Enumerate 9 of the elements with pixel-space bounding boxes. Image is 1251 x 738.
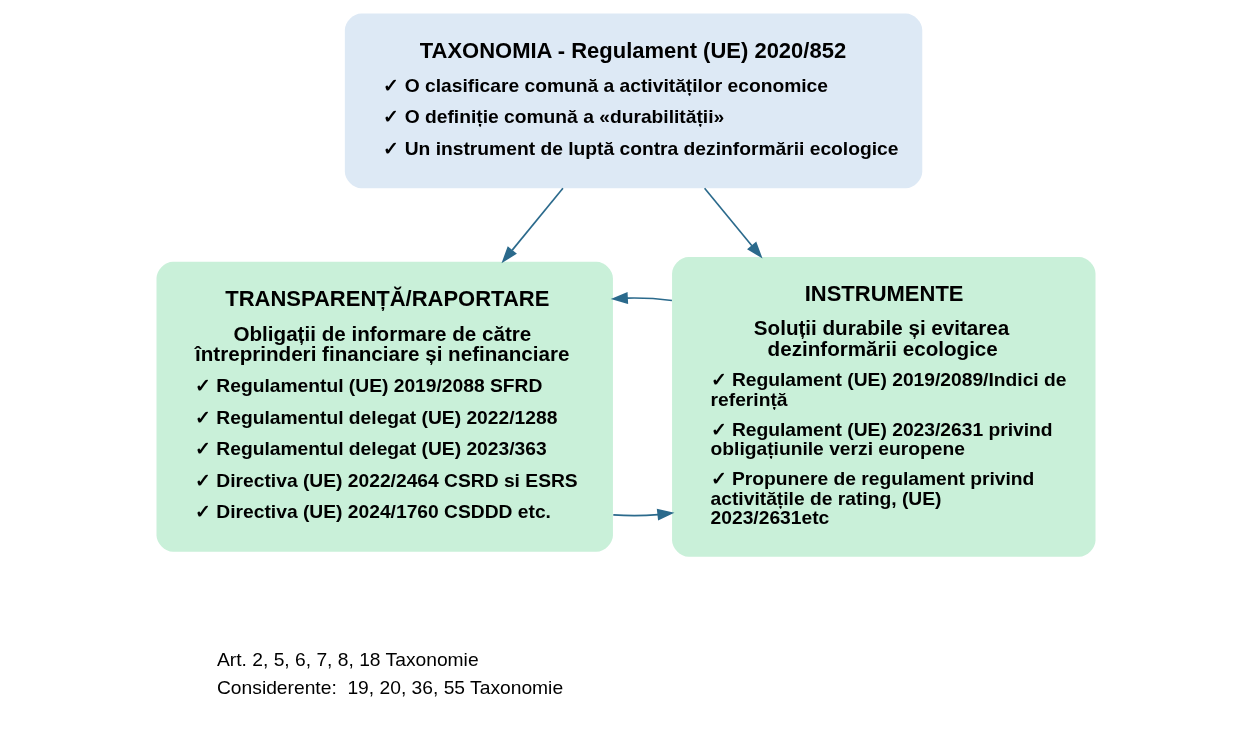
arrow: [501, 187, 564, 264]
label: Considerente: 19, 20, 36, 55 Taxonomie: [216, 677, 563, 699]
label: Art. 2, 5, 6, 7, 8, 18 Taxonomie: [216, 648, 479, 670]
node-box: TAXONOMIA - Regulament (UE) 2020/852 ✓ O clasificare comună a activităților economice ✓ O definiție comună a «durabilității» ✓ Un instrument de luptă contra dezinformării ecologice: [344, 13, 922, 189]
arrow: [611, 508, 674, 521]
arrow: [610, 292, 673, 305]
node-box: INSTRUMENTE Soluții durabile și evitarea dezinformării ecologice ✓ Regulament (UE) 2019/2089/Indici de referință ✓ Regulament (UE) 2023/2631 privind obligațiunile verzi europene ✓ Propunere de regulament privind activitățile de rating, (UE) 2023/2631etc: [671, 256, 1095, 557]
node-box: TRANSPARENȚĂ/RAPORTARE Obligații de informare de către întreprinderi financiare și nefinanciare ✓ Regulamentul (UE) 2019/2088 SFRD ✓ Regulamentul delegat (UE) 2022/1288 ✓ Regulamentul delegat (UE) 2023/363 ✓ Directiva (UE) 2022/2464 CSRD si ESRS ✓ Directiva (UE) 2024/1760 CSDDD etc.: [156, 261, 613, 552]
arrow: [703, 187, 763, 259]
